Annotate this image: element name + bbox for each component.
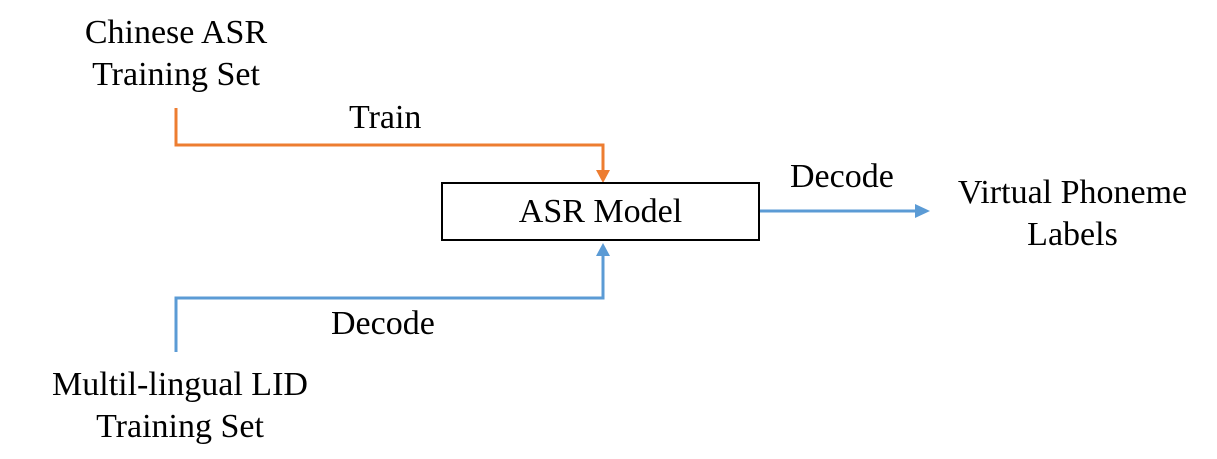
train-label: Train bbox=[349, 99, 422, 136]
chinese-asr-training-set: Chinese ASR Training Set bbox=[56, 12, 296, 96]
asr-model-label: ASR Model bbox=[518, 192, 683, 230]
lid-set-line1: Multil-lingual LID bbox=[52, 366, 308, 403]
decode-in-arrow bbox=[174, 253, 605, 352]
lid-set-line2: Training Set bbox=[96, 408, 264, 445]
output-line2: Labels bbox=[1027, 216, 1118, 253]
train-arrowhead bbox=[596, 170, 610, 183]
multilingual-lid-training-set: Multil-lingual LID Training Set bbox=[20, 364, 340, 448]
decode-in-label: Decode bbox=[331, 305, 435, 342]
virtual-phoneme-labels: Virtual Phoneme Labels bbox=[935, 172, 1210, 256]
decode-in-arrowhead bbox=[596, 243, 610, 256]
chinese-set-line2: Training Set bbox=[92, 56, 260, 93]
output-line1: Virtual Phoneme bbox=[957, 174, 1188, 211]
train-arrow bbox=[174, 108, 605, 172]
decode-out-label: Decode bbox=[790, 158, 894, 195]
chinese-set-line1: Chinese ASR bbox=[84, 14, 268, 51]
asr-model-box: ASR Model bbox=[441, 182, 760, 241]
decode-out-arrowhead bbox=[915, 204, 930, 218]
